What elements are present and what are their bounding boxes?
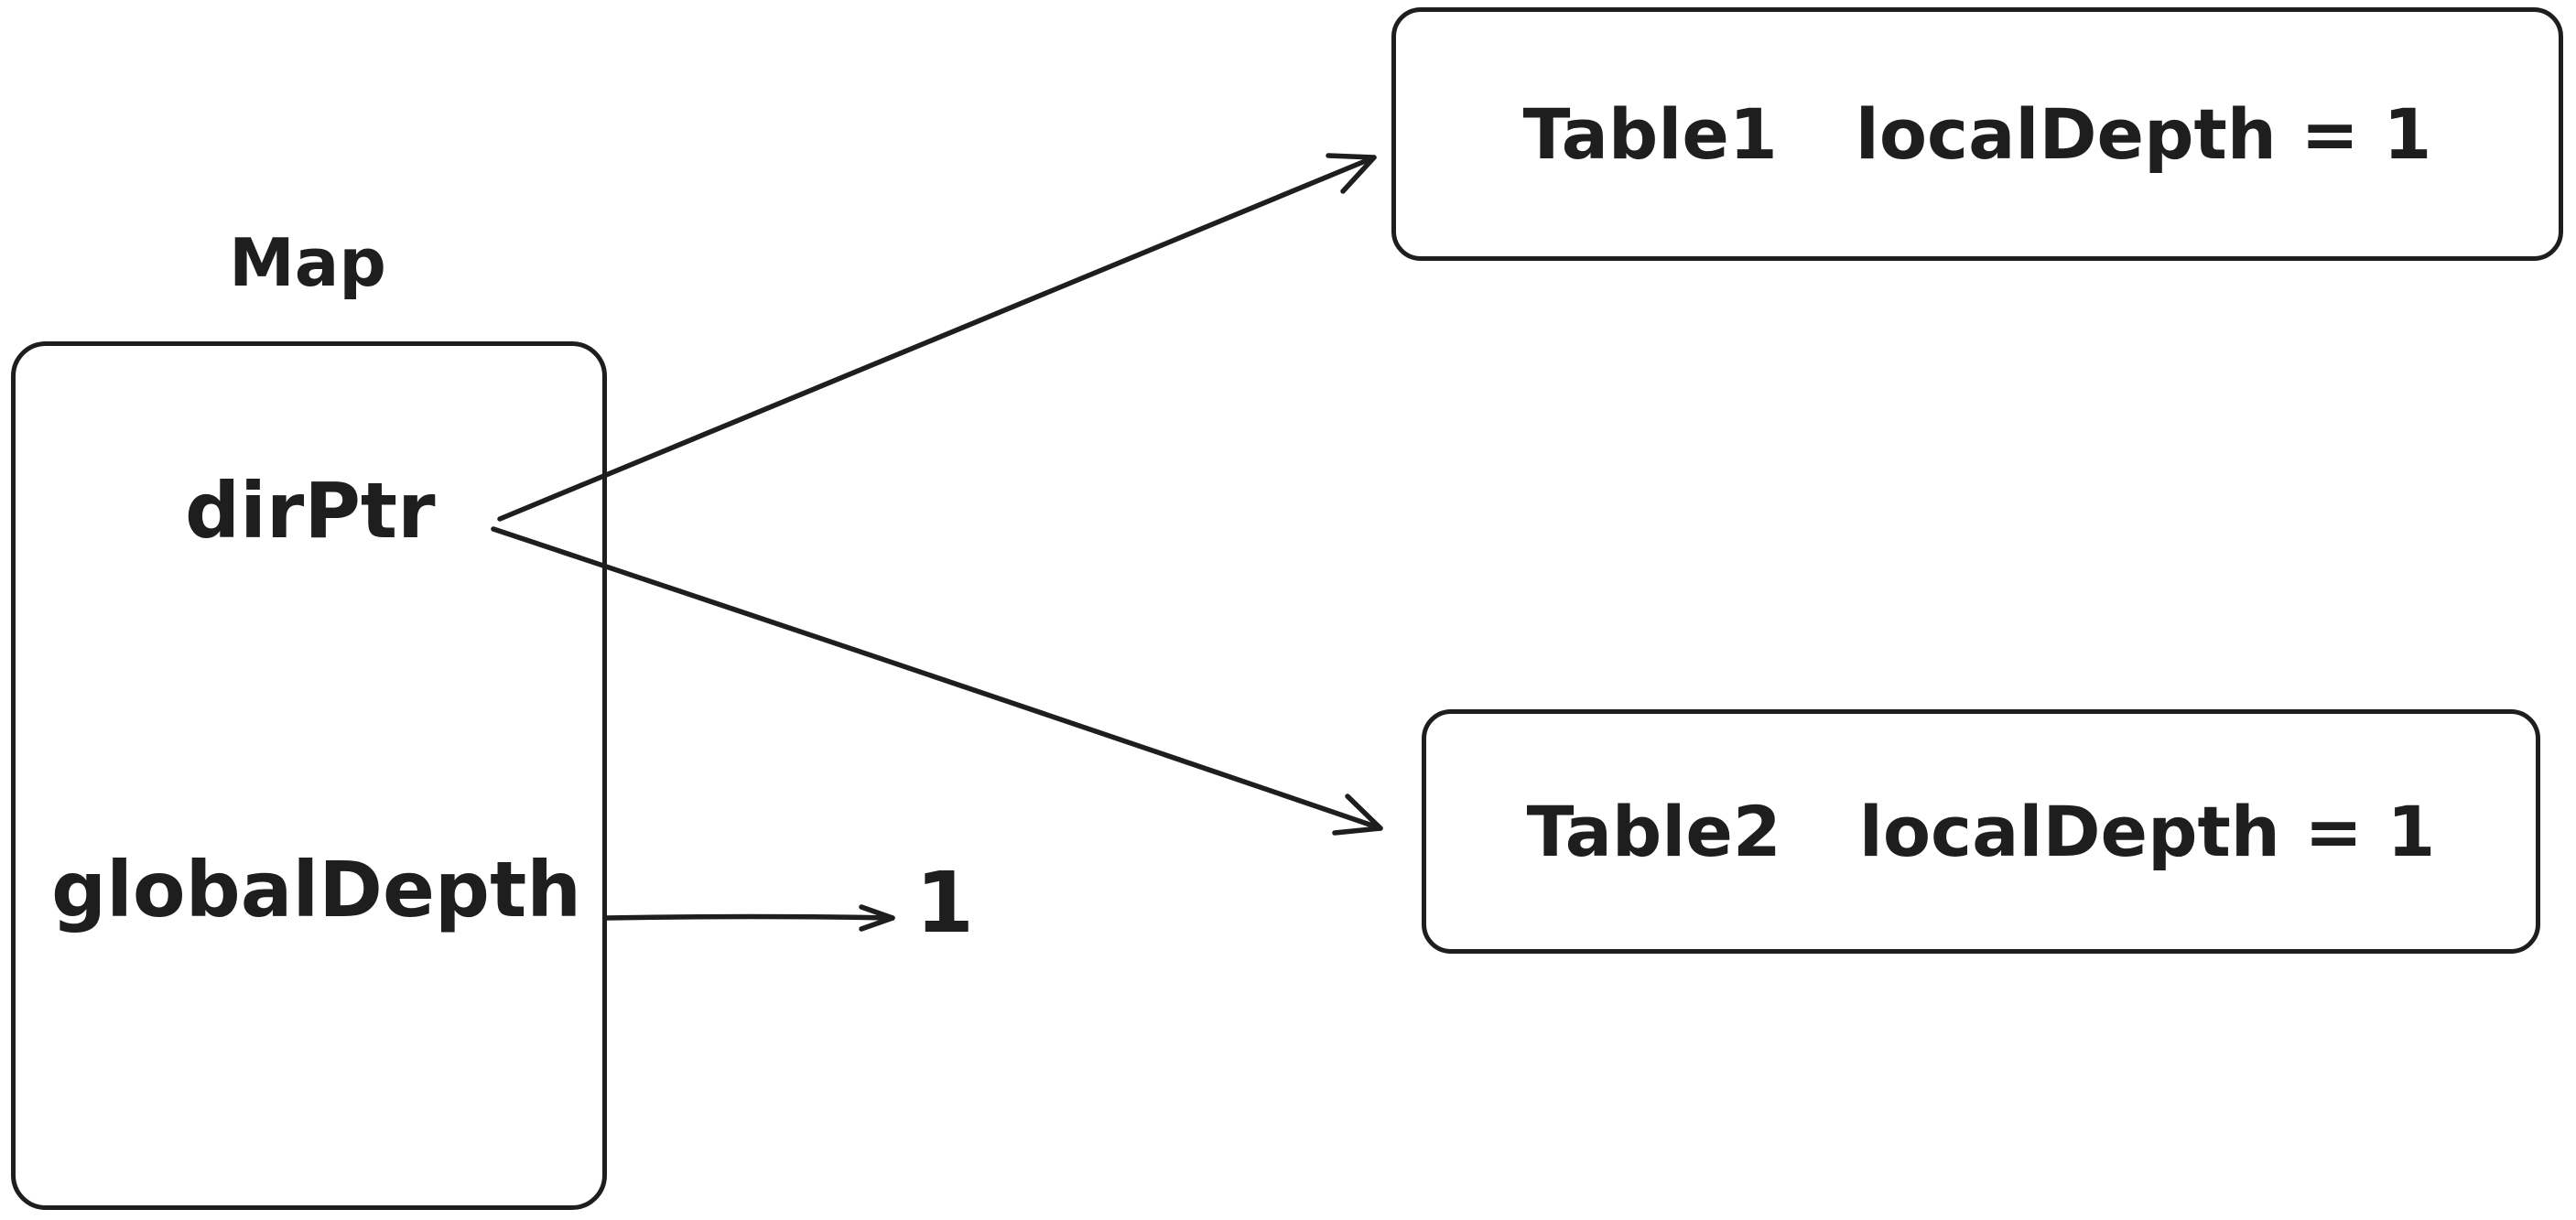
field-globaldepth: globalDepth: [51, 845, 582, 934]
table2-name: Table2: [1526, 791, 1781, 872]
map-title: Map: [229, 224, 386, 301]
table1-name: Table1: [1522, 93, 1778, 175]
table1-localdepth: localDepth = 1: [1855, 93, 2432, 175]
table1-box: Table1 localDepth = 1: [1391, 7, 2563, 261]
field-dirptr: dirPtr: [185, 466, 436, 556]
table2-box: Table2 localDepth = 1: [1422, 709, 2540, 954]
arrow-globaldepth-to-value: [603, 904, 895, 932]
arrow-dirptr-to-table1: [497, 153, 1377, 522]
arrow-dirptr-to-table2: [491, 526, 1383, 836]
globaldepth-value: 1: [915, 854, 975, 952]
map-box: [11, 341, 607, 1210]
table2-localdepth: localDepth = 1: [1858, 791, 2436, 872]
